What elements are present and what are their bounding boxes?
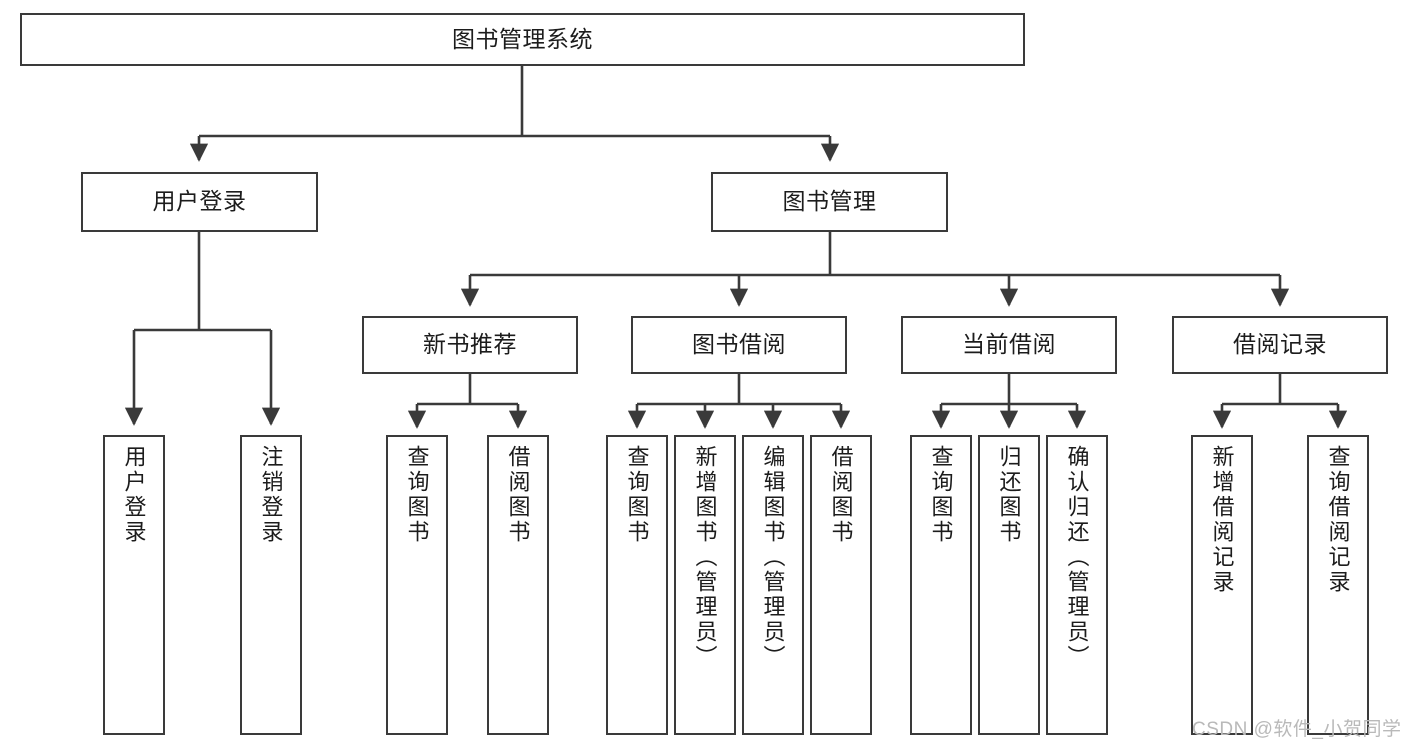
node-label: 注销登录: [258, 445, 284, 545]
node-label: 借阅记录: [1233, 331, 1327, 358]
node-label: 新增借阅记录: [1209, 445, 1235, 595]
node-label: 借阅图书: [828, 445, 854, 545]
node-label: 确认归还（管理员）: [1064, 445, 1090, 670]
node-book-management[interactable]: 图书管理: [711, 172, 948, 232]
node-label: 新书推荐: [423, 331, 517, 358]
leaf-current-query-book[interactable]: 查询图书: [910, 435, 972, 735]
leaf-borrow-edit-book-admin[interactable]: 编辑图书（管理员）: [742, 435, 804, 735]
leaf-user-login[interactable]: 用户登录: [103, 435, 165, 735]
node-label: 图书借阅: [692, 331, 786, 358]
node-borrow-records[interactable]: 借阅记录: [1172, 316, 1388, 374]
leaf-borrow-query-book[interactable]: 查询图书: [606, 435, 668, 735]
leaf-records-query-record[interactable]: 查询借阅记录: [1307, 435, 1369, 735]
leaf-recommend-borrow-book[interactable]: 借阅图书: [487, 435, 549, 735]
node-label: 查询图书: [404, 445, 430, 545]
leaf-borrow-borrow-book[interactable]: 借阅图书: [810, 435, 872, 735]
node-label: 查询图书: [928, 445, 954, 545]
node-label: 归还图书: [996, 445, 1022, 545]
node-label: 当前借阅: [962, 331, 1056, 358]
node-label: 图书管理: [782, 188, 877, 215]
leaf-borrow-add-book-admin[interactable]: 新增图书（管理员）: [674, 435, 736, 735]
node-label: 查询借阅记录: [1325, 445, 1351, 595]
node-label: 查询图书: [624, 445, 650, 545]
node-current-borrow[interactable]: 当前借阅: [901, 316, 1117, 374]
node-label: 用户登录: [152, 188, 247, 215]
node-label: 用户登录: [121, 445, 147, 545]
node-label: 新增图书（管理员）: [692, 445, 718, 670]
node-new-book-recommend[interactable]: 新书推荐: [362, 316, 578, 374]
leaf-recommend-query-book[interactable]: 查询图书: [386, 435, 448, 735]
watermark-text: CSDN @软件_小贺同学: [1192, 719, 1402, 740]
node-label: 借阅图书: [505, 445, 531, 545]
node-user-login[interactable]: 用户登录: [81, 172, 318, 232]
node-label: 编辑图书（管理员）: [760, 445, 786, 670]
node-label: 图书管理系统: [452, 25, 593, 52]
leaf-current-return-book[interactable]: 归还图书: [978, 435, 1040, 735]
node-book-borrow[interactable]: 图书借阅: [631, 316, 847, 374]
leaf-user-logout[interactable]: 注销登录: [240, 435, 302, 735]
leaf-records-add-record[interactable]: 新增借阅记录: [1191, 435, 1253, 735]
leaf-current-confirm-return-admin[interactable]: 确认归还（管理员）: [1046, 435, 1108, 735]
node-root-system[interactable]: 图书管理系统: [20, 13, 1025, 66]
